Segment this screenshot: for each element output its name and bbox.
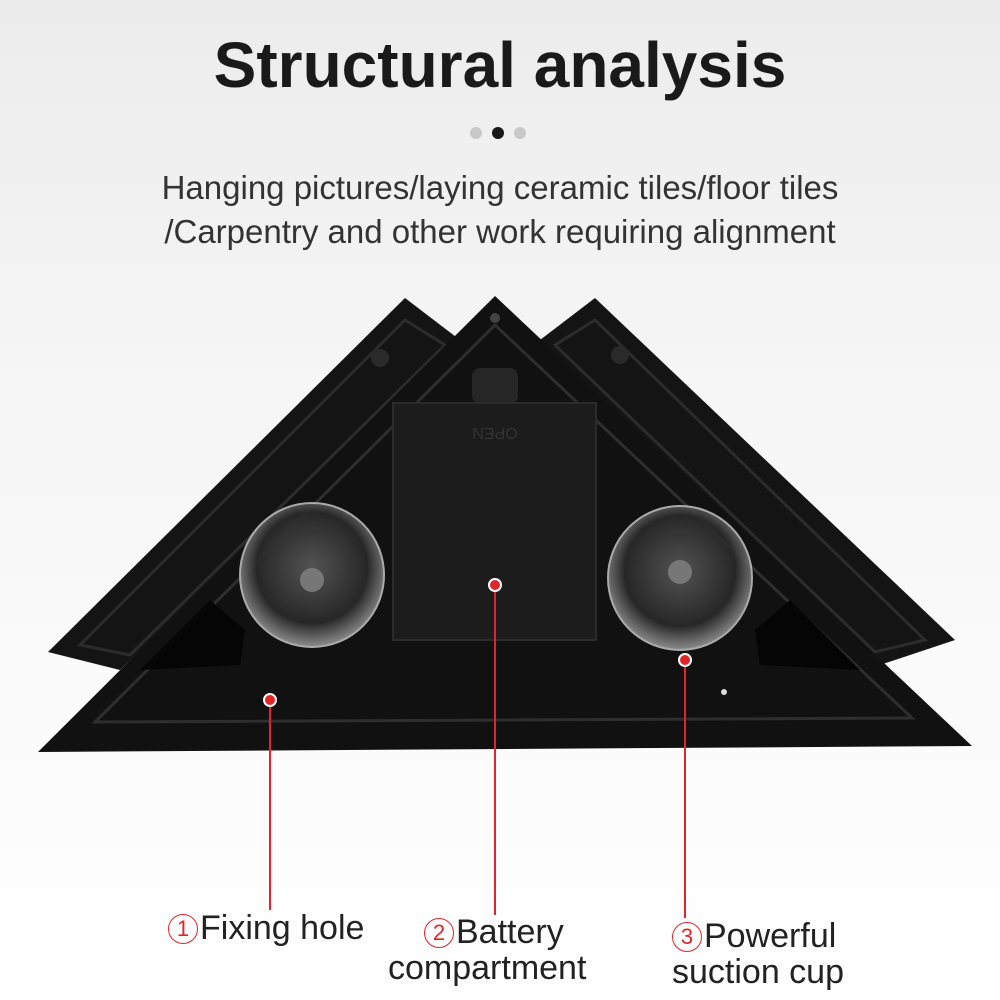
callout-lines — [269, 585, 686, 918]
suction-cup-right — [607, 505, 753, 651]
callout-number: 2 — [424, 918, 454, 948]
callout-label-line-2: suction cup — [672, 953, 844, 991]
suction-cup-left — [239, 502, 385, 648]
callout-number: 3 — [672, 922, 702, 952]
subtitle: Hanging pictures/laying ceramic tiles/fl… — [0, 166, 1000, 254]
carousel-dots — [470, 127, 526, 139]
callout-label: Fixing hole — [200, 909, 365, 947]
fixing-hole-marker — [263, 693, 277, 707]
battery-marker — [488, 578, 502, 592]
carousel-dot[interactable] — [470, 127, 482, 139]
carousel-dot-active[interactable] — [492, 127, 504, 139]
back-left-triangle — [48, 298, 460, 670]
suction-cup-marker — [678, 653, 692, 667]
callout-number: 1 — [168, 914, 198, 944]
embossed-open-text: OPEN — [472, 424, 517, 441]
carousel-dot[interactable] — [514, 127, 526, 139]
callout-label-line-1: Battery — [456, 913, 564, 951]
callout-label-line-2: compartment — [388, 949, 587, 987]
subtitle-line-2: /Carpentry and other work requiring alig… — [164, 213, 836, 250]
page-title: Structural analysis — [213, 29, 787, 101]
callout-label-line-1: Powerful — [704, 917, 837, 955]
subtitle-line-1: Hanging pictures/laying ceramic tiles/fl… — [161, 169, 839, 206]
back-right-triangle — [540, 298, 955, 665]
